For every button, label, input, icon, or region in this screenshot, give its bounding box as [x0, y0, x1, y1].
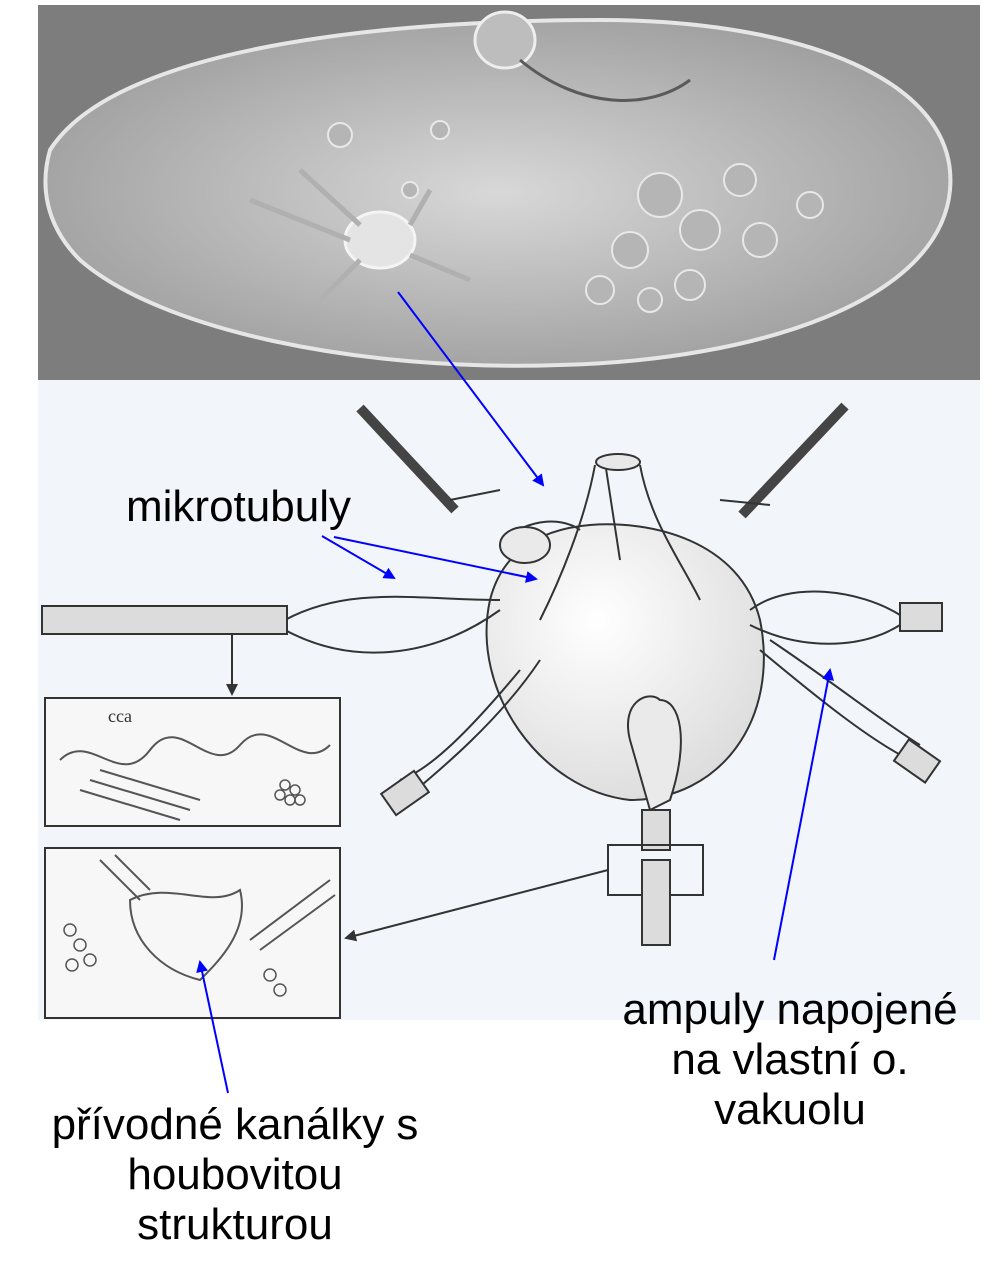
- label-privodne-line-3: strukturou: [0, 1200, 470, 1250]
- paramecium-micrograph: [38, 5, 980, 380]
- label-mikrotubuly: mikrotubuly: [126, 482, 351, 532]
- label-ampuly-line-3: vakuolu: [580, 1085, 1000, 1135]
- label-ampuly-line-2: na vlastní o.: [580, 1035, 1000, 1085]
- label-privodne-line-1: přívodné kanálky s: [0, 1100, 470, 1150]
- label-privodne-kanalky: přívodné kanálky s houbovitou strukturou: [0, 1100, 470, 1250]
- label-ampuly: ampuly napojené na vlastní o. vakuolu: [580, 985, 1000, 1135]
- inset-bottom: [45, 848, 340, 1018]
- inset-cca-label: cca: [108, 706, 132, 726]
- inset-top: cca: [45, 698, 340, 826]
- label-privodne-line-2: houbovitou: [0, 1150, 470, 1200]
- label-ampuly-line-1: ampuly napojené: [580, 985, 1000, 1035]
